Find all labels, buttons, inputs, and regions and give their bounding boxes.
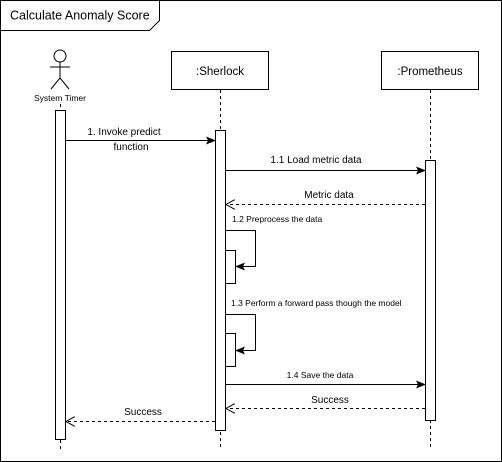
frame-title-tab: [0, 0, 160, 31]
sherlock-participant: [171, 51, 269, 90]
msg-load-metric-label: 1.1 Load metric data: [270, 155, 362, 166]
frame-title: Calculate Anomaly Score: [10, 9, 150, 23]
system-timer-label: System Timer: [34, 93, 86, 103]
msg-invoke-predict-label-line2: function: [113, 142, 148, 153]
msg-preprocess-label: 1.2 Preprocess the data: [232, 214, 323, 224]
msg-invoke-predict-label-line1: 1. Invoke predict: [87, 127, 161, 138]
msg-forward-pass-self-arrow: [226, 314, 256, 355]
system-timer-activation: [55, 110, 66, 440]
sherlock-self-activation-1: [225, 250, 236, 284]
msg-preprocess-self-arrow: [226, 230, 256, 271]
msg-forward-pass-label: 1.3 Perform a forward pass though the mo…: [231, 298, 402, 308]
msg-save-success-return-label: Success: [311, 395, 349, 406]
sherlock-label: :Sherlock: [196, 66, 244, 78]
msg-save-data-label: 1.4 Save the data: [287, 370, 354, 380]
prometheus-activation: [425, 160, 436, 421]
msg-final-success-return-label: Success: [124, 407, 162, 418]
sherlock-self-activation-2: [225, 333, 236, 367]
sherlock-activation: [215, 130, 226, 431]
msg-metric-data-return-label: Metric data: [304, 190, 354, 201]
prometheus-participant: [381, 51, 479, 90]
system-timer-actor: [50, 49, 70, 90]
prometheus-label: :Prometheus: [397, 66, 462, 78]
